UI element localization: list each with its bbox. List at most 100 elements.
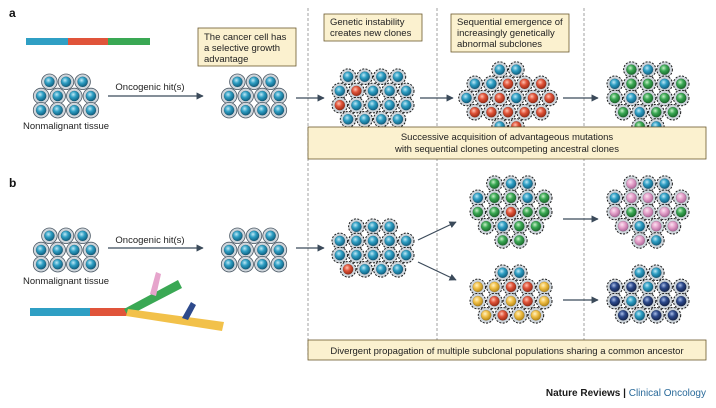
cell-blue: [348, 96, 365, 114]
cell-green: [656, 89, 673, 107]
cell-blue: [74, 73, 91, 91]
cell-green: [664, 103, 682, 121]
cell-blue: [491, 61, 509, 78]
panel-label-a: a: [9, 6, 16, 20]
cell-pink: [614, 217, 632, 235]
cell-red: [466, 103, 484, 121]
cell-blue: [49, 256, 66, 273]
cell-green: [502, 189, 520, 207]
cell-blue: [254, 101, 271, 119]
cell-blue: [220, 256, 238, 273]
cell-blue: [237, 101, 254, 119]
cell-blue: [82, 101, 100, 119]
cell-blue: [41, 73, 58, 91]
cell-blue: [397, 82, 415, 100]
cell-blue: [270, 241, 288, 259]
genome-bar-linear: [26, 38, 150, 45]
cell-green: [535, 189, 553, 207]
cell-green: [623, 61, 640, 78]
cell-blue: [32, 241, 50, 259]
cell-blue: [381, 96, 398, 114]
cell-pink: [639, 203, 657, 221]
cell-pink: [664, 217, 682, 235]
cell-red: [486, 292, 503, 310]
cell-red: [483, 103, 500, 121]
nonmalignant-label: Nonmalignant tissue: [23, 121, 109, 132]
svg-text:increasingly genetically: increasingly genetically: [457, 28, 555, 39]
cell-blue: [381, 232, 398, 250]
cell-blue: [57, 227, 75, 245]
cell-red: [499, 103, 517, 121]
cell-blue: [623, 292, 640, 310]
cell-blue: [606, 75, 624, 93]
cell-yellow: [527, 307, 545, 324]
cell-blue: [237, 87, 254, 105]
cell-red: [524, 89, 542, 107]
cell-red: [516, 75, 533, 93]
cell-blue: [229, 227, 246, 245]
cell-red: [516, 103, 533, 121]
cell-green: [672, 89, 690, 107]
cell-blue: [373, 68, 390, 85]
cell-blue: [623, 89, 640, 107]
cell-blue: [389, 261, 407, 278]
cell-navy: [664, 307, 682, 324]
cell-navy: [648, 307, 665, 324]
cell-blue: [364, 218, 382, 235]
note-successive-acquisition: Successive acquisition of advantageous m…: [307, 126, 707, 160]
cell-blue: [469, 189, 487, 207]
svg-text:Genetic instability: Genetic instability: [330, 17, 405, 28]
cell-blue: [82, 241, 100, 259]
cell-blue: [49, 87, 66, 105]
cell-navy: [639, 292, 657, 310]
cell-blue: [237, 256, 254, 273]
svg-text:Divergent propagation of multi: Divergent propagation of multiple subclo…: [330, 346, 683, 357]
cell-blue: [49, 241, 66, 259]
cell-blue: [511, 264, 528, 282]
cell-blue: [656, 189, 673, 207]
cell-blue: [331, 82, 349, 100]
svg-text:creates new clones: creates new clones: [330, 28, 412, 39]
svg-text:The cancer cell has: The cancer cell has: [204, 32, 287, 43]
cell-blue: [270, 87, 288, 105]
cell-blue: [262, 227, 279, 245]
cell-cluster-normal: [32, 227, 100, 273]
cell-green: [672, 203, 690, 221]
cell-blue: [397, 246, 415, 264]
cell-blue: [381, 218, 398, 235]
svg-text:Successive acquisition of adva: Successive acquisition of advantageous m…: [401, 132, 614, 143]
cell-green: [486, 189, 503, 207]
cell-blue: [220, 101, 238, 119]
cell-blue: [483, 75, 500, 93]
cell-red: [532, 75, 550, 93]
cell-green: [486, 203, 503, 221]
cell-blue: [397, 96, 415, 114]
svg-text:Sequential emergence of: Sequential emergence of: [457, 17, 563, 28]
cell-blue: [631, 307, 649, 324]
panel-label-b: b: [9, 176, 16, 190]
cell-blue: [254, 256, 271, 273]
cell-navy: [606, 278, 624, 296]
cell-green: [648, 103, 665, 121]
cell-blue: [331, 246, 349, 264]
phylogeny-tree: [30, 272, 224, 331]
cell-red: [519, 278, 536, 296]
cell-blue: [364, 82, 382, 100]
cell-blue: [656, 75, 673, 93]
cell-yellow: [469, 292, 487, 310]
cell-blue: [66, 101, 83, 119]
cell-green: [639, 89, 657, 107]
cell-navy: [656, 278, 673, 296]
cell-cluster-unstable: [331, 218, 415, 278]
cell-pink: [639, 189, 657, 207]
cell-cluster-branch-upper-final: [606, 175, 690, 249]
nonmalignant-label: Nonmalignant tissue: [23, 276, 109, 287]
cell-yellow: [535, 292, 553, 310]
cell-blue: [32, 87, 50, 105]
cell-blue: [508, 61, 525, 78]
cell-navy: [623, 278, 640, 296]
cell-green: [606, 89, 624, 107]
cell-blue: [648, 232, 665, 249]
cell-blue: [631, 264, 649, 282]
cell-green: [623, 75, 640, 93]
